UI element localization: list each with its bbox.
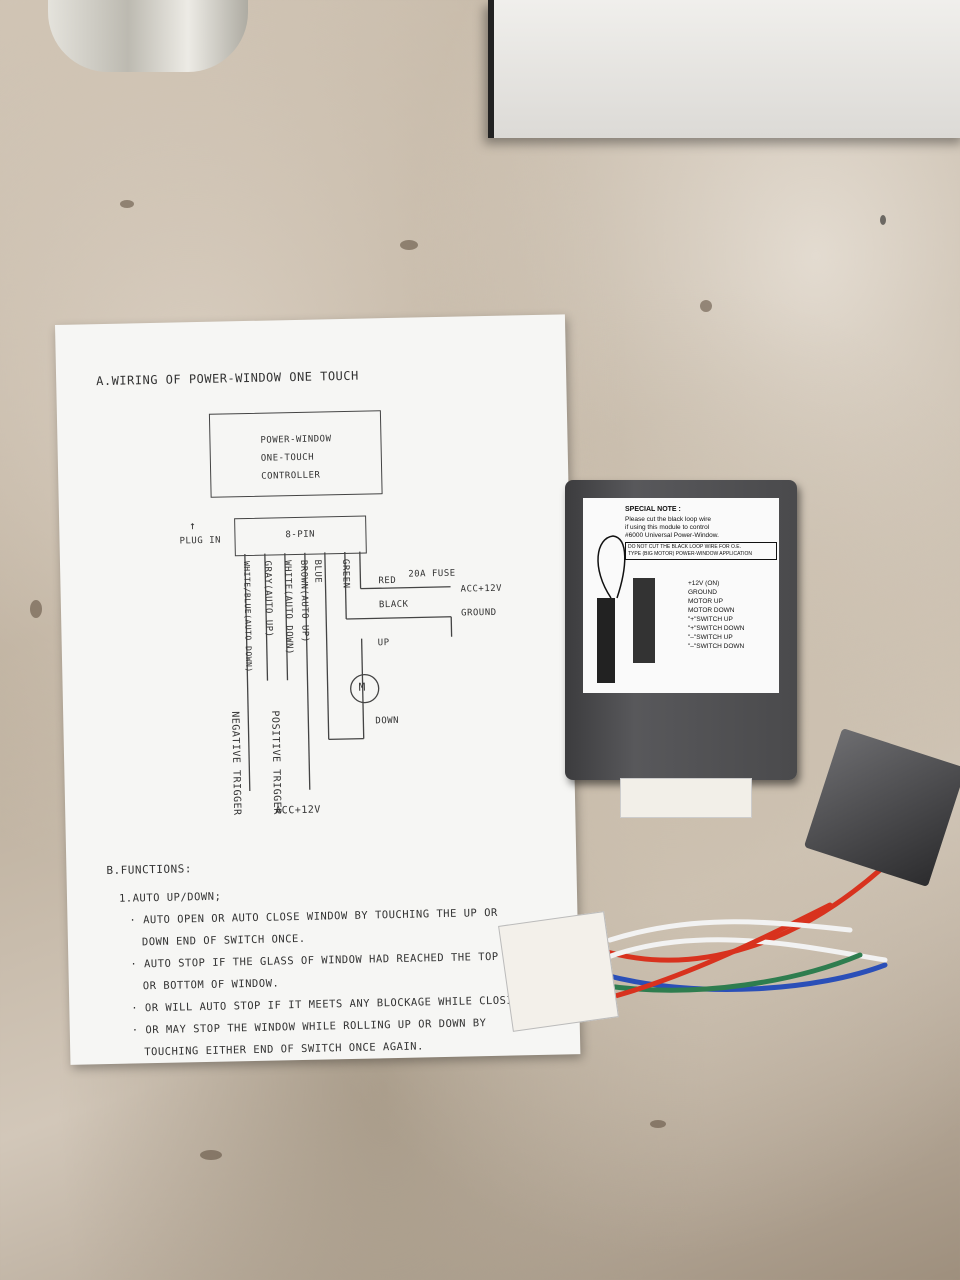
warning-box: DO NOT CUT THE BLACK LOOP WIRE FOR O.E. …	[625, 542, 777, 560]
pin4-label: MOTOR DOWN	[688, 607, 735, 614]
harness-plug	[498, 911, 619, 1032]
note-line3: #6000 Universal Power-Window.	[625, 532, 719, 539]
granite-speck	[880, 215, 886, 225]
module-connector	[620, 778, 752, 818]
pin5-label: "+"SWITCH UP	[688, 616, 733, 623]
granite-speck	[30, 600, 42, 618]
pin3-label: MOTOR UP	[688, 598, 723, 605]
black-loop-wire-icon	[597, 535, 626, 599]
glass-jar	[48, 0, 248, 72]
controller-module: SPECIAL NOTE : Please cut the black loop…	[565, 480, 797, 780]
note-line1: Please cut the black loop wire	[625, 516, 711, 523]
granite-speck	[700, 300, 712, 312]
pin8-label: "–"SWITCH DOWN	[688, 643, 745, 650]
pin7-label: "–"SWITCH UP	[688, 634, 733, 641]
pin-block-right	[633, 578, 655, 663]
pin-block-left	[597, 598, 615, 683]
warning-line1: DO NOT CUT THE BLACK LOOP WIRE FOR O.E.	[628, 544, 741, 550]
granite-speck	[400, 240, 418, 250]
granite-speck	[650, 1120, 666, 1128]
warning-line2: TYPE (BIG MOTOR) POWER-WINDOW APPLICATIO…	[628, 551, 752, 557]
module-label: SPECIAL NOTE : Please cut the black loop…	[583, 498, 779, 693]
wiring-lines	[244, 551, 453, 792]
cardboard-box	[488, 0, 960, 138]
note-line2: if using this module to control	[625, 524, 710, 531]
instruction-sheet: A.WIRING OF POWER-WINDOW ONE TOUCH POWER…	[55, 314, 581, 1065]
special-note-heading: SPECIAL NOTE :	[625, 506, 681, 513]
granite-speck	[200, 1150, 222, 1160]
pin2-label: GROUND	[688, 589, 717, 596]
granite-speck	[120, 200, 134, 208]
pin6-label: "+"SWITCH DOWN	[688, 625, 745, 632]
pin1-label: +12V (ON)	[688, 580, 720, 587]
